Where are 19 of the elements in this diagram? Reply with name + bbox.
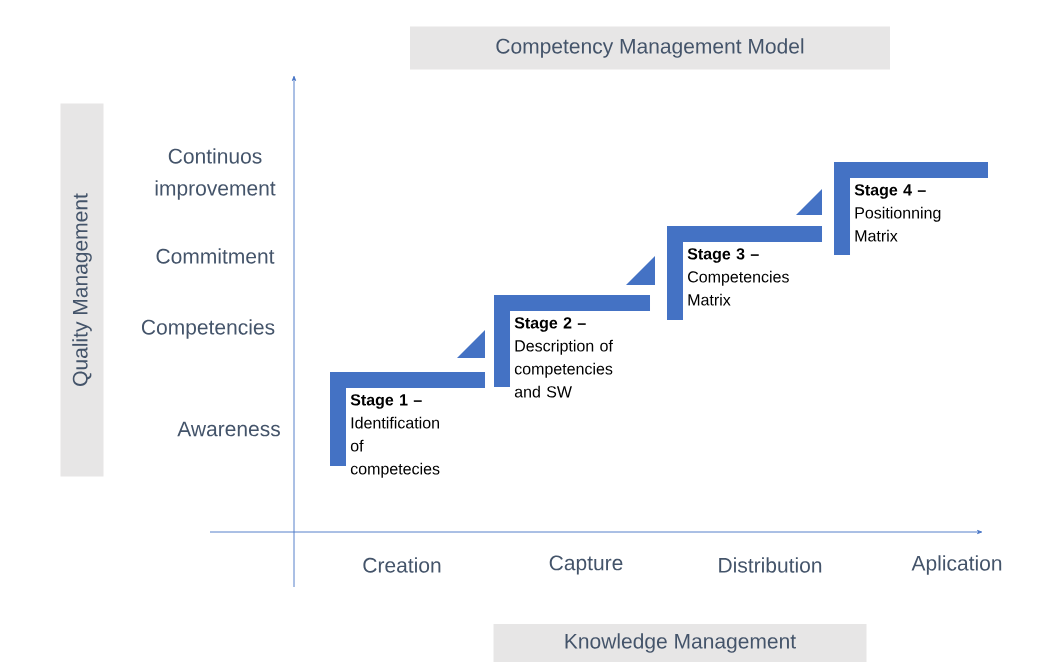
axis-label: Continuos improvement bbox=[155, 148, 276, 200]
title-band: Competency Management Model bbox=[410, 26, 890, 70]
axis-label: Aplication bbox=[911, 555, 1002, 575]
node-label: and SW bbox=[514, 385, 572, 398]
axis-title-band: Knowledge Management bbox=[493, 624, 867, 662]
step-arrowhead bbox=[626, 256, 655, 285]
axis-label: Awareness bbox=[177, 421, 280, 437]
axis-label: Creation bbox=[363, 557, 441, 573]
stage-step: Stage 2 – Description of competencies and SW bbox=[494, 295, 650, 398]
step-arrowhead bbox=[457, 330, 485, 358]
stage-step: Stage 1 – Identification of competecies bbox=[330, 372, 485, 478]
stage-step: Stage 4 – Positionning Matrix bbox=[834, 162, 988, 255]
step-arrowhead bbox=[796, 189, 822, 215]
axis-title-band: Quality Management bbox=[60, 103, 104, 477]
axis-label: Distribution bbox=[719, 557, 822, 573]
axis-label: Commitment bbox=[156, 248, 275, 264]
axis-label: Competencies bbox=[141, 319, 275, 339]
axis-label: Capture bbox=[549, 555, 623, 575]
stage-step: Stage 3 – Competencies Matrix bbox=[667, 226, 822, 320]
